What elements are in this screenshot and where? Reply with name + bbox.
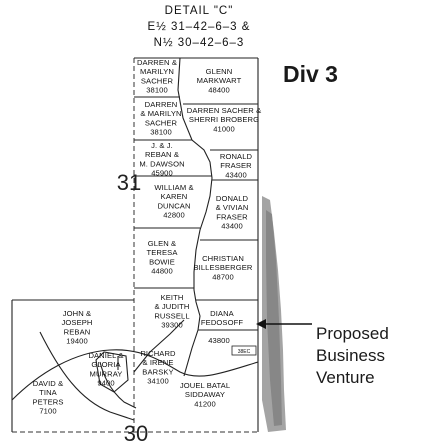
parcel-label-line: 48400 <box>208 85 230 94</box>
parcel-boundaries <box>133 57 259 434</box>
parcel-label-line: DAVID & <box>33 379 64 388</box>
arrow-head-icon <box>256 319 266 329</box>
proposed-label-line-1: Proposed <box>316 324 389 343</box>
parcel-label-line: DUNCAN <box>157 201 190 210</box>
parcel-label-line: MARILYN <box>140 67 174 76</box>
parcel-label-line: FRASER <box>220 161 252 170</box>
parcel-label-line: DIANA <box>210 309 235 318</box>
parcel-label-line: 19400 <box>66 337 88 346</box>
parcel-label-line: PETERS <box>33 397 64 406</box>
parcel-label-line: RONALD <box>220 152 253 161</box>
parcel-label-line: KAREN <box>161 192 188 201</box>
parcel-label-line: 42800 <box>163 211 185 220</box>
parcel-labels: DARREN &MARILYNSACHER38100GLENNMARKWART4… <box>33 58 262 416</box>
parcel-label-line: WILLIAM & <box>154 183 193 192</box>
parcel-label-line: BOWIE <box>149 257 175 266</box>
parcel-label-line: GLORIA <box>91 360 121 369</box>
parcel-label-line: 7100 <box>39 407 56 416</box>
parcel-label-line: REBAN <box>64 327 91 336</box>
parcel-label-line: 9400 <box>97 379 114 388</box>
parcel-label-line: 43800 <box>208 336 230 345</box>
parcel-label-line: & VIVIAN <box>216 203 249 212</box>
parcel-label-line: JOUEL BATAL <box>180 381 230 390</box>
detail-line-2: N½ 30–42–6–3 <box>154 37 245 49</box>
parcel-label-line: 38100 <box>150 128 172 137</box>
parcel-label-line: 48700 <box>212 272 234 281</box>
parcel-label-line: SHERRI BROBERG <box>189 115 259 124</box>
parcel-label-line: TINA <box>39 388 58 397</box>
division-label: Div 3 <box>283 61 338 87</box>
parcel-label-line: DONALD <box>216 194 249 203</box>
parcel-label-line: SACHER <box>145 118 178 127</box>
parcel-label-line: 38100 <box>146 86 168 95</box>
parcel-label-line: BILLESBERGER <box>193 263 252 272</box>
parcel-label-line: SACHER <box>141 76 174 85</box>
parcel-label-line: CHRISTIAN <box>202 254 244 263</box>
parcel-label-line: MURRAY <box>90 369 123 378</box>
parcel-label-line: MARKWART <box>197 76 242 85</box>
parcel-label-line: 34100 <box>147 377 169 386</box>
parcel-label-line: GLENN <box>206 67 233 76</box>
parcel-label-line: RUSSELL <box>154 311 189 320</box>
parcel-43800: 43800 <box>208 336 230 345</box>
proposed-label-line-3: Venture <box>316 368 375 387</box>
small-tag-label: 38EC <box>238 349 251 355</box>
parcel-label-line: DARREN <box>145 100 178 109</box>
lower-parcel-boundaries <box>11 299 259 433</box>
parcel-label-line: & MARILYN <box>140 109 181 118</box>
proposed-arrow <box>256 319 312 329</box>
parcel-label-line: 44800 <box>151 267 173 276</box>
parcel-label-line: 43400 <box>221 222 243 231</box>
parcel-label-line: TERESA <box>147 248 179 257</box>
parcel-label-line: J. & J. <box>151 141 173 150</box>
section-30-label: 30 <box>124 421 148 446</box>
parcel-label-line: M. DAWSON <box>139 159 184 168</box>
parcel-label-line: FRASER <box>216 212 248 221</box>
parcel-label-line: SIDDAWAY <box>185 390 225 399</box>
parcel-label-line: 39300 <box>161 321 183 330</box>
parcel-label-line: 45900 <box>151 169 173 178</box>
parcel-label-line: DARREN & <box>137 58 177 67</box>
parcel-label-line: 41200 <box>194 399 216 408</box>
parcel-label-line: DARREN SACHER & <box>187 106 262 115</box>
detail-line-1: E½ 31–42–6–3 & <box>148 21 251 33</box>
parcel-label-line: FEDOSOFF <box>201 318 243 327</box>
parcel-label-line: BARSKY <box>142 367 173 376</box>
parcel-label-line: 43400 <box>225 170 247 179</box>
parcel-label-line: 41000 <box>213 124 235 133</box>
parcel-label-line: JOSEPH <box>62 318 93 327</box>
parcel-label-line: RICHARD <box>140 349 176 358</box>
small-tag-box <box>231 345 257 356</box>
detail-title: DETAIL "C" <box>165 5 234 17</box>
parcel-label-line: REBAN & <box>145 150 179 159</box>
parcel-label-line: GLEN & <box>148 239 176 248</box>
parcel-label-line: & IRENE <box>142 358 173 367</box>
parcel-label-line: KEITH <box>161 293 184 302</box>
parcel-label-line: JOHN & <box>63 309 91 318</box>
proposed-label-line-2: Business <box>316 346 385 365</box>
parcel-label-line: DANIEL & <box>88 351 123 360</box>
parcel-label-line: & JUDITH <box>155 302 190 311</box>
section-31-label: 31 <box>117 170 141 195</box>
